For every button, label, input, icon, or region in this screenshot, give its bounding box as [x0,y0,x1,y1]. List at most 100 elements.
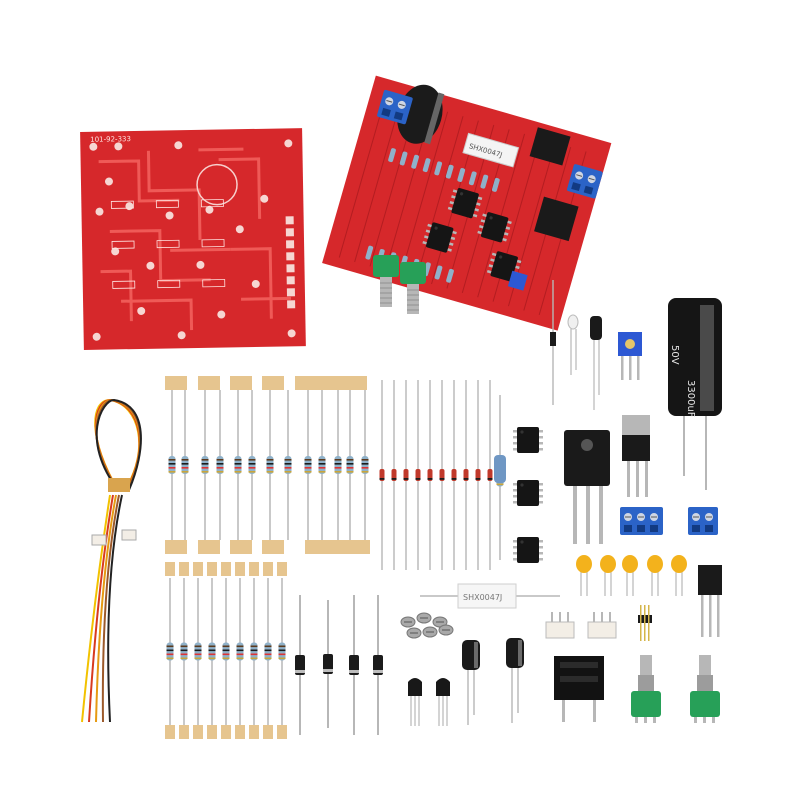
assembled-resistor [365,245,374,260]
assembled-resistor [434,265,443,280]
resistor-tape [263,725,273,739]
resistor-band [201,459,209,461]
assembled-terminal-left-hole [381,107,391,117]
resistor-band [264,649,272,652]
assembled-resistor [480,174,489,189]
ceramic-cap-body [600,555,616,573]
diode-strip [379,380,506,570]
resistor-band [234,471,242,473]
resistor-tape [207,562,217,576]
bare-pcb-silk [110,200,134,209]
bare-pcb-silk [156,239,180,249]
resistor-band [208,649,216,652]
resistor-band [304,459,312,461]
to126-pin [717,595,720,637]
resistor-band [346,459,354,461]
small-electrolytic-1-stripe [474,642,478,668]
resistor-band [181,467,189,469]
heatsink-pin [593,700,596,722]
resistor-band [266,459,274,461]
terminal-3pin-hole [650,525,658,532]
resistor-band [304,467,312,469]
resistor-band [216,471,224,473]
bare-pcb-pad [95,207,104,216]
bare-pcb-label: 101-92-333 [90,135,131,144]
resistor-tape [179,725,189,739]
ic-chip-1-pin [513,442,517,445]
bare-pcb-header-pad [285,228,294,237]
resistor-band [180,649,188,652]
potentiometer-1-bushing [640,655,652,675]
ic-chip-1-body [517,427,539,453]
ics [513,415,722,637]
assembled-cap-stripe [424,92,445,145]
to3p-hole [581,439,593,451]
to126-pin [701,595,704,637]
potentiometer-2-pin [703,717,706,723]
ic-chip-1-notch [520,430,524,434]
resistor-tape [165,376,187,390]
bare-pcb-pad [260,194,269,203]
bare-pcb-pad [89,142,98,151]
wire-strand [95,494,117,723]
to220-pin [636,461,639,497]
assembled-ic-pin [476,202,481,206]
heatsink-fin [560,662,598,668]
resistor-band [248,459,256,461]
resistor-band [304,463,312,465]
resistor-tape [179,562,189,576]
wire-connector-a [91,534,107,546]
ic-chip-3-pin [539,552,543,555]
resistor-band [264,657,272,660]
bare-pcb-header-pad [286,240,295,249]
resistor-tape [230,540,252,554]
resistor-band [361,471,369,473]
pin-header-pin [644,605,646,641]
pin-header-pin [648,605,650,641]
assembled-resistor [388,148,396,163]
resistor-band [168,463,176,465]
assembled-ic-notch [489,216,493,220]
ceramic-caps [576,555,687,596]
assembled-ic-pin [503,232,509,236]
assembled-pcb-trace [338,94,387,258]
small-diode-band [415,478,421,480]
terminal-2pin-hole [692,525,700,532]
assembled-ic-pin [502,237,507,242]
ic-chip-3-pin [513,540,517,543]
bare-pcb-trace [170,247,231,252]
bare-pcb-header-pad [286,264,295,273]
small-electrolytic-2-stripe [518,640,522,666]
to220-body [622,435,650,461]
ic-chip-2-pin [539,483,543,486]
ic-chip-3-pin [513,558,517,561]
assembled-resistor [446,268,454,283]
resistor-band [168,467,176,469]
assembled-ic-pin [478,225,484,229]
assembled-ic-pin [447,206,453,211]
resistor-tape [165,725,175,739]
header-connector [545,621,575,639]
cap-voltage: 50V [669,345,680,365]
power-diodes [295,595,383,735]
assembled-pcb-trace [400,111,449,276]
bare-pcb-header-pad [286,276,295,285]
resistor-tape [198,540,220,554]
resistor-band [216,463,224,465]
resistor-tape [193,725,203,739]
ceramic-cap-body [576,555,592,573]
header-pin [601,612,603,622]
wire-strand [88,494,114,723]
power-diode-band [373,670,383,673]
bare-pcb-pad [205,205,214,214]
resistor-band [236,657,244,660]
wire-strand [81,494,111,723]
potentiometers [631,655,720,723]
assembled-ic-pin [427,223,432,228]
resistor-band [234,463,242,465]
small-parts [550,280,642,410]
potentiometer-1-body [631,691,661,717]
ic-chip-1-pin [539,430,543,433]
trimmer-knob [625,339,635,349]
potentiometer-1-pin [635,717,638,723]
